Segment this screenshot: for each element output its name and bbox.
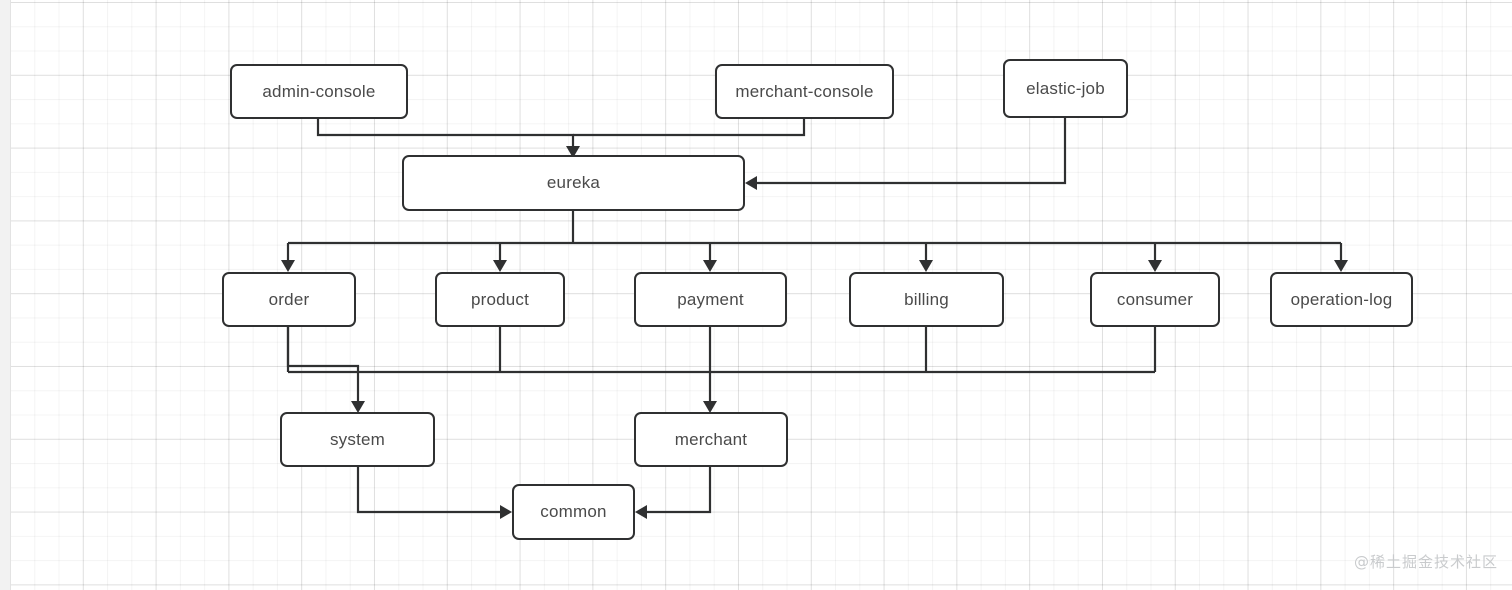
edge-eureka-to-service-bus (281, 211, 1348, 272)
node-merchant-console[interactable]: merchant-console (715, 64, 894, 119)
node-consumer[interactable]: consumer (1090, 272, 1220, 327)
node-label: elastic-job (1026, 78, 1105, 98)
edge-elastic-job-to-eureka (745, 118, 1067, 190)
edge-services-to-shared-bus (286, 327, 1157, 413)
node-label: common (540, 502, 607, 521)
node-label: product (470, 289, 530, 309)
node-label: consumer (1116, 289, 1194, 309)
node-label: payment (677, 289, 744, 309)
node-label: admin-console (262, 81, 376, 101)
node-operation-log[interactable]: operation-log (1270, 272, 1413, 327)
node-label: merchant (674, 429, 748, 449)
edge-order-to-system (286, 327, 365, 413)
node-elastic-job[interactable]: elastic-job (1003, 59, 1128, 118)
node-label: billing (904, 289, 949, 309)
edge-system-to-common (356, 467, 512, 519)
edge-admin-console-to-eureka (316, 119, 580, 158)
node-merchant[interactable]: merchant (634, 412, 788, 467)
left-margin-strip (0, 0, 11, 590)
edge-merchant-console-to-eureka (573, 119, 806, 137)
node-label: operation-log (1290, 289, 1393, 309)
node-label: order (268, 289, 310, 309)
node-label: merchant-console (735, 81, 874, 101)
node-order[interactable]: order (222, 272, 356, 327)
node-billing[interactable]: billing (849, 272, 1004, 327)
node-system[interactable]: system (280, 412, 435, 467)
node-eureka[interactable]: eureka (402, 155, 745, 211)
node-product[interactable]: product (435, 272, 565, 327)
node-payment[interactable]: payment (634, 272, 787, 327)
node-label: eureka (546, 173, 601, 192)
node-label: system (329, 429, 386, 449)
node-common[interactable]: common (512, 484, 635, 540)
edge-merchant-to-common (635, 467, 712, 519)
node-admin-console[interactable]: admin-console (230, 64, 408, 119)
watermark: @稀土掘金技术社区 (1353, 553, 1498, 571)
